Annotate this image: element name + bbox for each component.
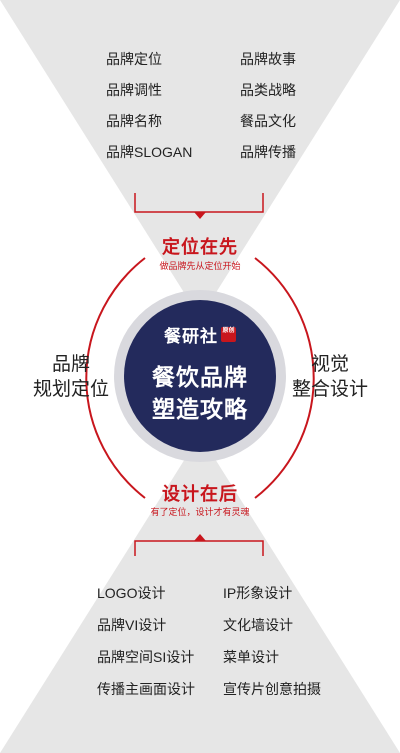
bottom-item-culture-wall-design: 文化墙设计 [223, 617, 293, 633]
center-circle: 餐研社原创 餐饮品牌 塑造攻略 [124, 300, 276, 452]
top-bracket-arrow-icon [194, 212, 206, 219]
right-side-label: 视觉 整合设计 [285, 352, 375, 402]
top-item-brand-tone: 品牌调性 [106, 82, 162, 98]
top-triangle-shape [0, 0, 400, 318]
top-item-brand-story: 品牌故事 [240, 51, 296, 67]
design-after-subtitle: 有了定位，设计才有灵魂 [150, 507, 250, 517]
bottom-triangle-shape [0, 435, 400, 753]
brand-name: 餐研社 [164, 327, 218, 346]
left-label-line1: 品牌 [51, 354, 90, 375]
original-seal-icon: 原创 [221, 327, 236, 342]
right-label-line2: 整合设计 [291, 379, 368, 400]
left-side-label: 品牌 规划定位 [26, 352, 116, 402]
top-item-food-culture: 餐品文化 [240, 113, 296, 129]
center-title-line2: 塑造攻略 [152, 396, 248, 422]
top-item-brand-slogan: 品牌SLOGAN [106, 144, 193, 160]
design-after-title: 设计在后 [162, 484, 238, 504]
top-item-brand-communication: 品牌传播 [240, 144, 296, 160]
bottom-item-ip-design: IP形象设计 [223, 585, 293, 601]
left-red-arc [85, 257, 146, 499]
bottom-item-si-design: 品牌空间SI设计 [97, 649, 195, 665]
positioning-first-title: 定位在先 [162, 237, 238, 257]
bottom-item-promo-video: 宣传片创意拍摄 [223, 681, 321, 697]
bottom-item-key-visual-design: 传播主画面设计 [97, 681, 195, 697]
top-item-category-strategy: 品类战略 [240, 82, 296, 98]
right-label-line1: 视觉 [310, 354, 349, 375]
brand-row: 餐研社原创 [124, 322, 276, 347]
top-item-brand-name: 品牌名称 [106, 113, 162, 129]
top-item-brand-positioning: 品牌定位 [106, 51, 162, 67]
positioning-first-subtitle: 做品牌先从定位开始 [159, 261, 241, 271]
bottom-item-logo-design: LOGO设计 [97, 585, 166, 601]
center-title-line1: 餐饮品牌 [152, 364, 248, 390]
right-red-arc [254, 257, 315, 499]
bottom-bracket-arrow-icon [194, 534, 206, 541]
bottom-item-vi-design: 品牌VI设计 [97, 617, 167, 633]
left-label-line2: 规划定位 [32, 379, 109, 400]
bottom-item-menu-design: 菜单设计 [223, 649, 279, 665]
